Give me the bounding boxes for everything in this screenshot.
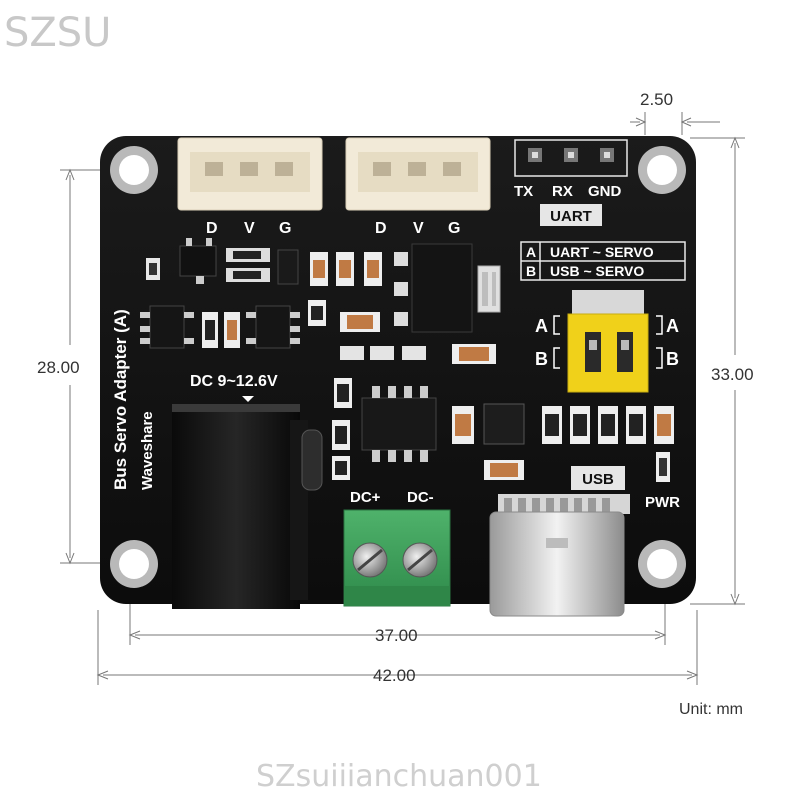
uart-pin-gnd: GND <box>588 183 622 200</box>
servo-connector-2 <box>345 137 491 211</box>
usb-c-port <box>489 494 630 617</box>
terminal-dc-plus-label: DC+ <box>350 489 381 506</box>
uart-label: UART <box>550 208 592 225</box>
pin-d-1: D <box>206 220 218 237</box>
jumper-left-a: A <box>535 316 548 336</box>
watermark-top: SZSU <box>4 10 111 56</box>
usb-label-box <box>571 466 625 490</box>
uart-header <box>514 139 628 177</box>
terminal-dc-minus-label: DC- <box>407 489 434 506</box>
board-title: Bus Servo Adapter (A) <box>111 309 130 490</box>
pin-g-2: G <box>448 220 460 237</box>
pcb-board: D V G D V G TX RX GND UART A UART ~ SERV <box>100 136 696 617</box>
pin-v-2: V <box>413 220 424 237</box>
uart-label-box <box>540 204 602 226</box>
pin-v-1: V <box>244 220 255 237</box>
uart-pin-tx: TX <box>514 183 533 200</box>
dim-pitch-label: 2.50 <box>640 90 673 109</box>
jumper-right-a: A <box>666 316 679 336</box>
usb-label: USB <box>582 471 614 488</box>
mode-a-key: A <box>526 244 536 260</box>
pin-g-1: G <box>279 220 291 237</box>
uart-pin-rx: RX <box>552 183 573 200</box>
dim-height-holes-label: 28.00 <box>37 358 80 377</box>
mode-b-key: B <box>526 263 536 279</box>
dim-width-holes-label: 37.00 <box>375 626 418 645</box>
mounting-holes <box>110 146 686 588</box>
power-input-label: DC 9~12.6V <box>190 373 278 390</box>
watermark-bottom: SZsuiiianchuan001 <box>256 759 542 794</box>
pwr-label: PWR <box>645 494 680 511</box>
jumper-left-b: B <box>535 349 548 369</box>
dimension-lines <box>60 112 745 685</box>
servo-connector-1 <box>177 137 323 211</box>
screw-terminal <box>343 509 451 607</box>
dim-height-board-label: 33.00 <box>711 365 754 384</box>
jumper-right-b: B <box>666 349 679 369</box>
servo-pin-labels: D V G D V G <box>206 220 460 237</box>
unit-label: Unit: mm <box>679 701 743 718</box>
mode-table: A UART ~ SERVO B USB ~ SERVO <box>520 241 686 281</box>
dc-jack <box>172 404 323 609</box>
board-brand: Waveshare <box>139 411 156 490</box>
mode-b-text: USB ~ SERVO <box>550 263 644 279</box>
jumper-block <box>553 290 663 393</box>
dim-width-board-label: 42.00 <box>373 666 416 685</box>
pin-d-2: D <box>375 220 387 237</box>
dimension-labels: 2.50 28.00 33.00 37.00 42.00 Unit: mm <box>37 90 754 718</box>
smd-components <box>140 238 674 482</box>
mode-a-text: UART ~ SERVO <box>550 244 654 260</box>
